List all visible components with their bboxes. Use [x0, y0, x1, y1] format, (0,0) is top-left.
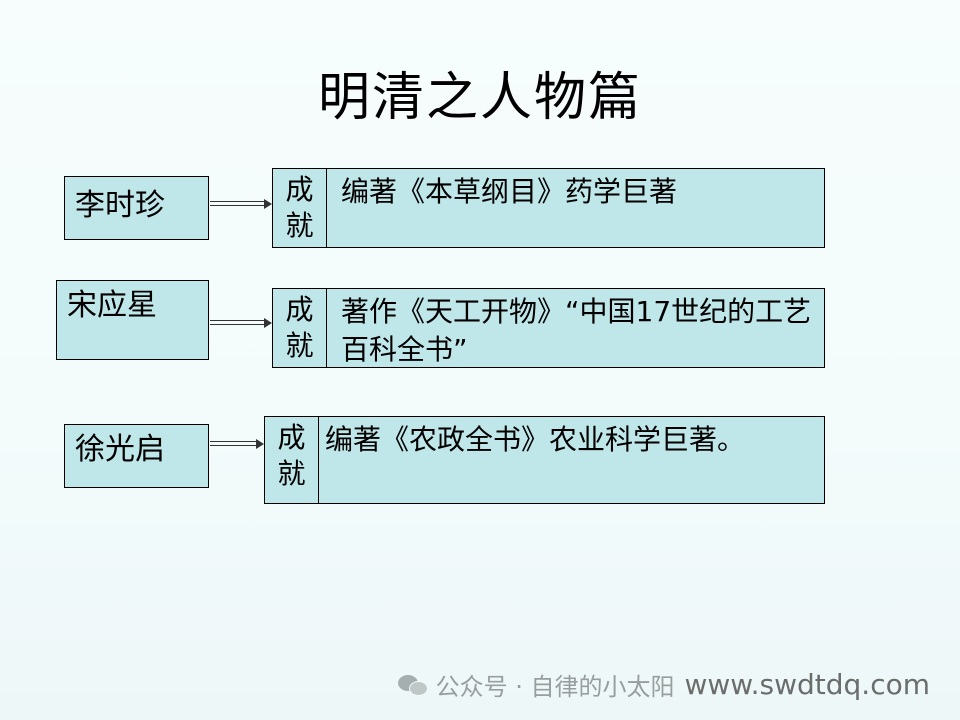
arrow-head-icon [264, 199, 272, 209]
slide-title: 明清之人物篇 [317, 68, 642, 128]
person-name: 李时珍 [75, 188, 165, 223]
watermark-url: www.swdtdq.com [684, 668, 930, 701]
connector-arrow [210, 199, 272, 209]
connector-arrow [210, 439, 264, 449]
person-name: 徐光启 [75, 432, 165, 467]
achievement-label: 成 就 [273, 169, 327, 247]
arrow-head-icon [256, 439, 264, 449]
achievement-text: 编著《农政全书》农业科学巨著。 [325, 423, 746, 456]
achievement-label: 成 就 [265, 417, 319, 503]
person-box-li-shizhen: 李时珍 [64, 176, 209, 240]
achievement-text: 著作《天工开物》“中国17世纪的工艺百科全书” [341, 295, 812, 366]
person-name: 宋应星 [67, 288, 157, 323]
person-box-song-yingxing: 宋应星 [56, 280, 209, 360]
achievement-label: 成 就 [273, 289, 327, 367]
wechat-icon [397, 673, 428, 697]
achievement-box-li-shizhen: 成 就 编著《本草纲目》药学巨著 [272, 168, 825, 248]
person-box-xu-guangqi: 徐光启 [64, 424, 209, 488]
watermark: 公众号 · 自律的小太阳 www.swdtdq.com [397, 667, 930, 702]
arrow-head-icon [264, 318, 272, 328]
connector-arrow [210, 318, 272, 328]
achievement-box-song-yingxing: 成 就 著作《天工开物》“中国17世纪的工艺百科全书” [272, 288, 825, 368]
achievement-text: 编著《本草纲目》药学巨著 [341, 175, 678, 208]
achievement-box-xu-guangqi: 成 就 编著《农政全书》农业科学巨著。 [264, 416, 825, 504]
watermark-label: 公众号 · 自律的小太阳 [435, 673, 675, 701]
